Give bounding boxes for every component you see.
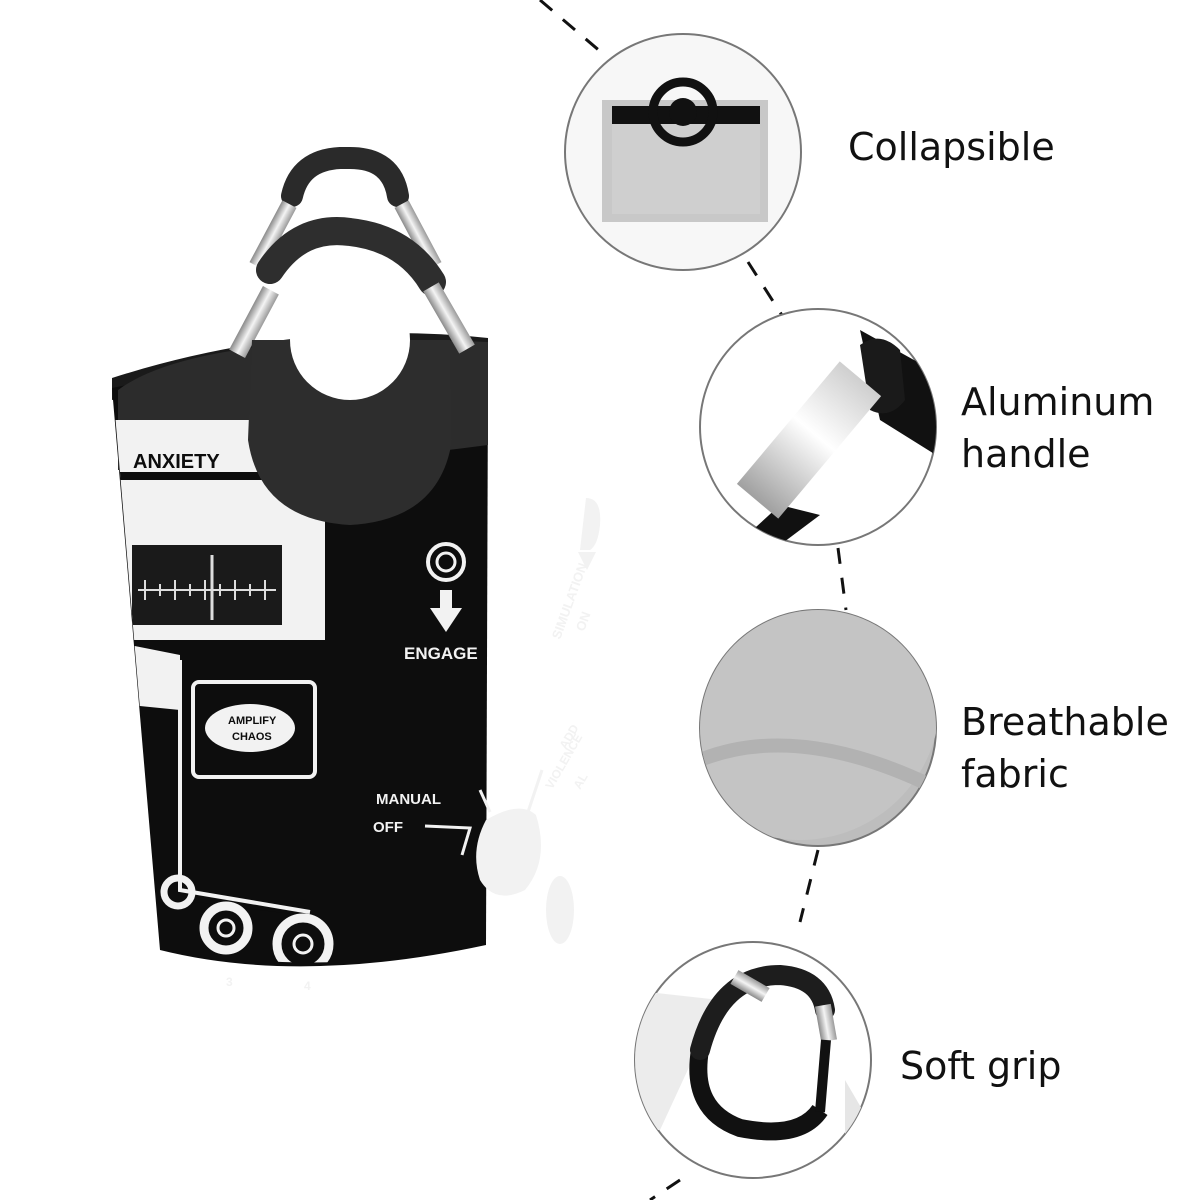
gauge-display [132,545,282,625]
dashed-connector [539,0,848,1200]
print-anxiety: ANXIETY [133,451,220,473]
label-aluminum-handle-line1: Aluminum [961,380,1155,424]
label-collapsible: Collapsible [848,125,1055,169]
print-num-3: 3 [226,975,233,989]
label-aluminum-handle-line2: handle [961,432,1091,476]
print-on: ON [573,610,594,633]
print-amplify: AMPLIFY [228,715,277,727]
simulation-symbol [578,498,601,570]
label-breathable-fabric-line1: Breathable [961,700,1169,744]
engage-symbol [426,542,466,632]
feature-circle-soft-grip [634,941,872,1179]
collapsed-basket-icon [602,77,768,222]
label-soft-grip: Soft grip [900,1044,1062,1088]
print-engage: ENGAGE [404,644,478,663]
soft-grip-icon [635,964,871,1160]
print-off: OFF [373,819,403,836]
manual-switch [424,769,544,896]
print-manual: MANUAL [376,791,441,808]
print-chaos: CHAOS [232,731,272,743]
handle-tab [248,340,452,525]
print-violence-c: AL [570,771,590,792]
label-breathable-fabric-line2: fabric [961,752,1069,796]
label-aluminum-handle: Aluminum handle [961,376,1154,480]
feature-circle-breathable-fabric [699,609,937,847]
amplify-button [205,704,295,752]
basket-handles [229,147,475,525]
fabric-swatch-icon [700,610,936,840]
dial-row [160,874,334,963]
feature-circle-collapsible [564,33,802,271]
label-breathable-fabric: Breathable fabric [961,696,1169,800]
print-num-4: 4 [304,979,311,993]
laundry-basket: ANXIETY ENGAGE SIMULATION ON AMPLIFY CHA… [112,147,601,993]
aluminum-handle-icon [720,330,936,545]
feature-circle-aluminum-handle [699,308,937,546]
